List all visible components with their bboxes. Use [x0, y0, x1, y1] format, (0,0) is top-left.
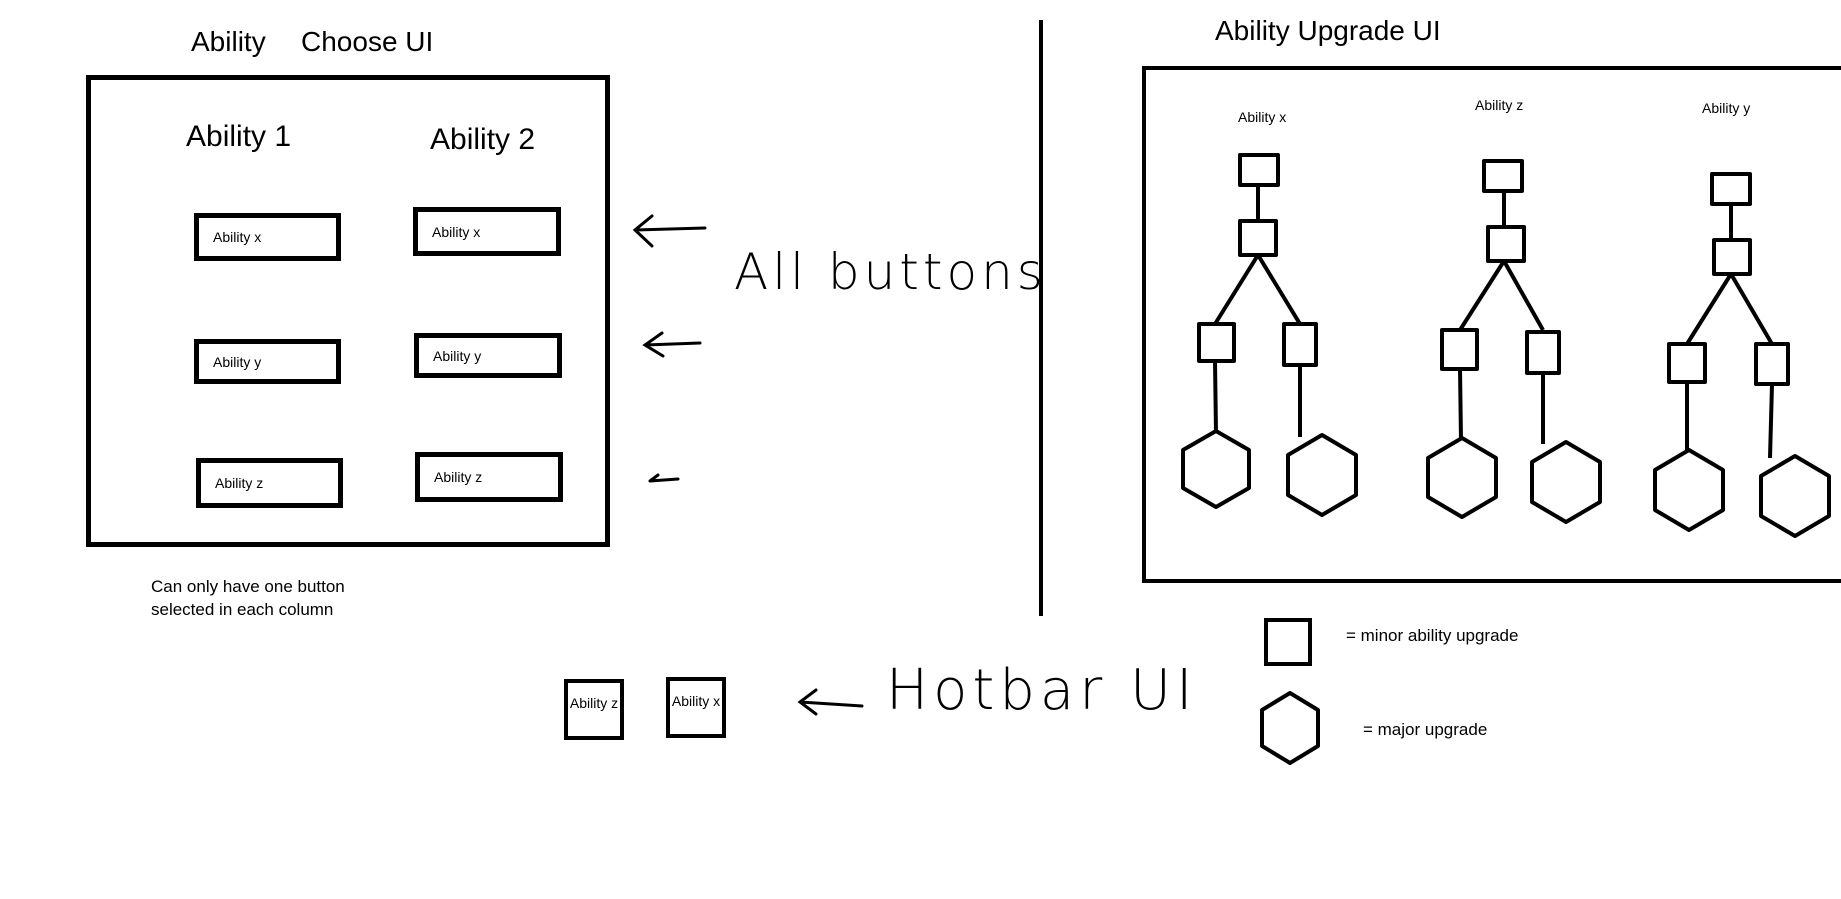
upgrade-trees — [1181, 153, 1831, 538]
minor-upgrade-node — [1525, 330, 1561, 375]
arrow-left-icon — [797, 688, 864, 716]
ability-1-button-x[interactable]: Ability x — [194, 213, 341, 261]
minor-upgrade-node — [1754, 342, 1790, 386]
legend-major-label: = major upgrade — [1363, 720, 1488, 739]
hotbar-arrow — [797, 688, 864, 716]
minor-upgrade-node — [1197, 322, 1236, 363]
legend-major-hexagon-icon — [1260, 691, 1320, 765]
minor-upgrade-node — [1440, 328, 1479, 371]
hotbar-slot-2[interactable]: Ability x — [666, 677, 726, 738]
column-heading-ability-2: Ability 2 — [430, 123, 536, 156]
legend-minor-square-icon — [1264, 618, 1312, 666]
hotbar-ui-label: Hotbar UI — [886, 658, 1198, 723]
section-divider — [1039, 20, 1043, 616]
ability-1-button-z[interactable]: Ability z — [196, 458, 343, 508]
major-upgrade-node — [1653, 448, 1725, 532]
minor-upgrade-node — [1282, 322, 1318, 367]
arrow-left-icon — [642, 331, 702, 358]
legend-minor-label: = minor ability upgrade — [1346, 626, 1519, 645]
ability-2-button-x[interactable]: Ability x — [413, 207, 561, 256]
minor-upgrade-node — [1712, 238, 1752, 276]
ability-2-button-y[interactable]: Ability y — [414, 333, 562, 378]
choose-ui-title-part2: Choose UI — [301, 26, 434, 57]
upgrade-ui-title: Ability Upgrade UI — [1215, 15, 1441, 46]
minor-upgrade-node — [1710, 172, 1752, 206]
major-upgrade-node — [1286, 433, 1358, 517]
arrow-left-icon — [632, 214, 707, 248]
upgrade-ui-panel — [1142, 66, 1841, 583]
arrows-to-buttons — [632, 214, 707, 483]
note-line-2: selected in each column — [151, 600, 334, 619]
upgrade-tree-ability-z — [1426, 159, 1602, 524]
major-upgrade-node — [1759, 454, 1831, 538]
choose-ui-panel — [86, 75, 610, 547]
tree-label-ability-z: Ability z — [1475, 97, 1524, 113]
minor-upgrade-node — [1238, 219, 1278, 257]
all-buttons-annotation: All buttons — [734, 243, 1047, 301]
hotbar-slot-1[interactable]: Ability z — [564, 679, 624, 740]
choose-ui-title-part1: Ability — [191, 26, 266, 57]
ability-2-button-z[interactable]: Ability z — [415, 452, 563, 502]
major-upgrade-node — [1426, 436, 1498, 519]
arrow-left-icon — [648, 473, 680, 483]
major-upgrade-node — [1181, 429, 1251, 509]
upgrade-tree-ability-x — [1181, 153, 1358, 517]
column-selection-note: Can only have one button selected in eac… — [151, 575, 345, 621]
minor-upgrade-node — [1238, 153, 1280, 187]
major-upgrade-node — [1530, 440, 1602, 524]
ability-1-button-y[interactable]: Ability y — [194, 339, 341, 384]
note-line-1: Can only have one button — [151, 577, 345, 596]
minor-upgrade-node — [1482, 159, 1524, 193]
minor-upgrade-node — [1667, 342, 1707, 384]
minor-upgrade-node — [1486, 225, 1526, 263]
column-heading-ability-1: Ability 1 — [186, 120, 292, 153]
tree-label-ability-x: Ability x — [1238, 109, 1287, 125]
tree-label-ability-y: Ability y — [1702, 100, 1751, 116]
upgrade-tree-ability-y — [1653, 172, 1831, 538]
